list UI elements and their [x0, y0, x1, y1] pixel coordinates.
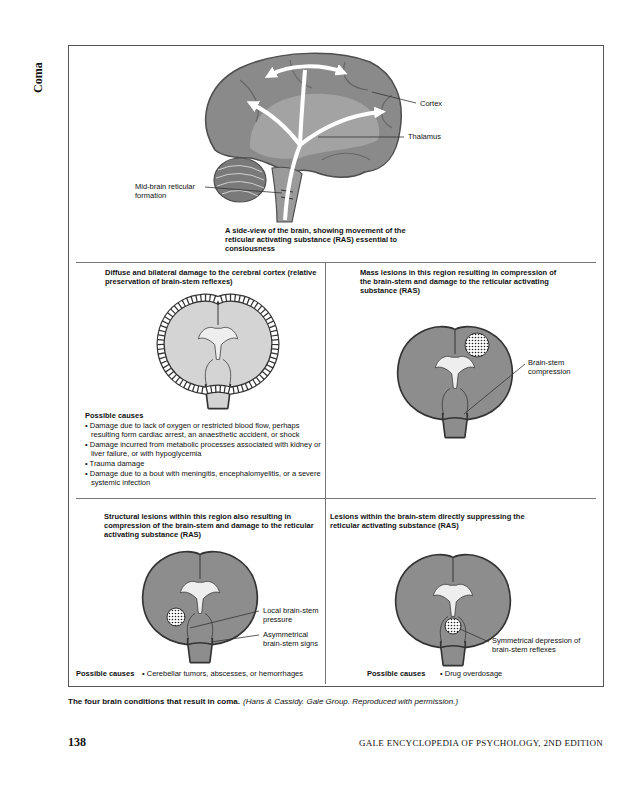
- diagram-panel: Structural lesions within this region al…: [68, 498, 325, 686]
- lesion: [465, 333, 489, 357]
- panel-divider: [76, 262, 596, 684]
- ras-arrow: [270, 66, 342, 75]
- diagram-panel: Diffuse and bilateral damage to the cere…: [68, 262, 325, 498]
- ras-arrow: [300, 112, 380, 145]
- part-label: Local brain-stem pressure: [263, 606, 321, 624]
- coronal-section: [161, 298, 276, 409]
- figure-note: A side-view of the brain, showing moveme…: [225, 226, 430, 253]
- part-label: Brain-stem compression: [528, 358, 580, 376]
- ras-arrow: [300, 70, 305, 145]
- part-label: Symmetrical depression of brain-stem ref…: [492, 636, 586, 654]
- figure-caption: The four brain conditions that result in…: [68, 697, 240, 707]
- footer-title: GALE ENCYCLOPEDIA OF PSYCHOLOGY, 2ND EDI…: [359, 737, 603, 749]
- cause-item: • Trauma damage: [85, 459, 323, 468]
- cerebellum: [214, 158, 266, 202]
- panel-heading: Mass lesions in this region resulting in…: [360, 268, 560, 295]
- causes-heading: Possible causes: [85, 411, 143, 420]
- part-label: Asymmetrical brain-stem signs: [263, 630, 321, 648]
- running-head: Coma: [31, 62, 45, 93]
- gyri: [240, 60, 392, 160]
- causes-heading: Possible causes: [367, 669, 425, 678]
- part-label: Cortex: [420, 99, 442, 108]
- brain-section: [398, 327, 513, 438]
- cause-item: • Damage incurred from metabolic process…: [85, 440, 323, 458]
- brain-section: [161, 298, 276, 409]
- ras-arrow: [285, 145, 300, 220]
- brain-section: [143, 552, 258, 663]
- panel-heading: Diffuse and bilateral damage to the cere…: [105, 268, 317, 286]
- credit-text: (Hans & Cassidy. Gale Group. Reproduced …: [243, 697, 458, 707]
- figure-frame: [69, 46, 604, 687]
- cause-item: • Cerebellar tumors, abscesses, or hemor…: [142, 669, 326, 678]
- cause-item: • Drug overdosage: [440, 669, 596, 678]
- diagram-panel: Mass lesions in this region resulting in…: [325, 262, 603, 498]
- lesion: [167, 608, 185, 626]
- side-brain: [206, 53, 402, 222]
- page-number: 138: [68, 735, 86, 749]
- coronal-section: [143, 552, 258, 663]
- panel-heading: Structural lesions within this region al…: [104, 512, 316, 539]
- medial-surface: [250, 94, 379, 159]
- causes-heading: Possible causes: [76, 669, 134, 678]
- part-label: Mid-brain reticular formation: [135, 182, 203, 200]
- panel-heading: Lesions within the brain-stem directly s…: [330, 512, 550, 530]
- part-label: Thalamus: [408, 132, 441, 141]
- ras-arrow: [252, 104, 300, 145]
- diagram-panel: Lesions within the brain-stem directly s…: [325, 498, 603, 686]
- coronal-section: [398, 327, 513, 438]
- cause-item: • Damage due to lack of oxygen or restri…: [85, 421, 323, 439]
- diagram-panel: A side-view of the brain, showing moveme…: [68, 45, 603, 262]
- damaged-cortex: [161, 298, 276, 391]
- leader-line: [190, 92, 525, 642]
- cause-item: • Damage due to a bout with meningitis, …: [85, 469, 323, 487]
- lesion: [445, 618, 461, 634]
- damaged-cortex: [161, 298, 276, 391]
